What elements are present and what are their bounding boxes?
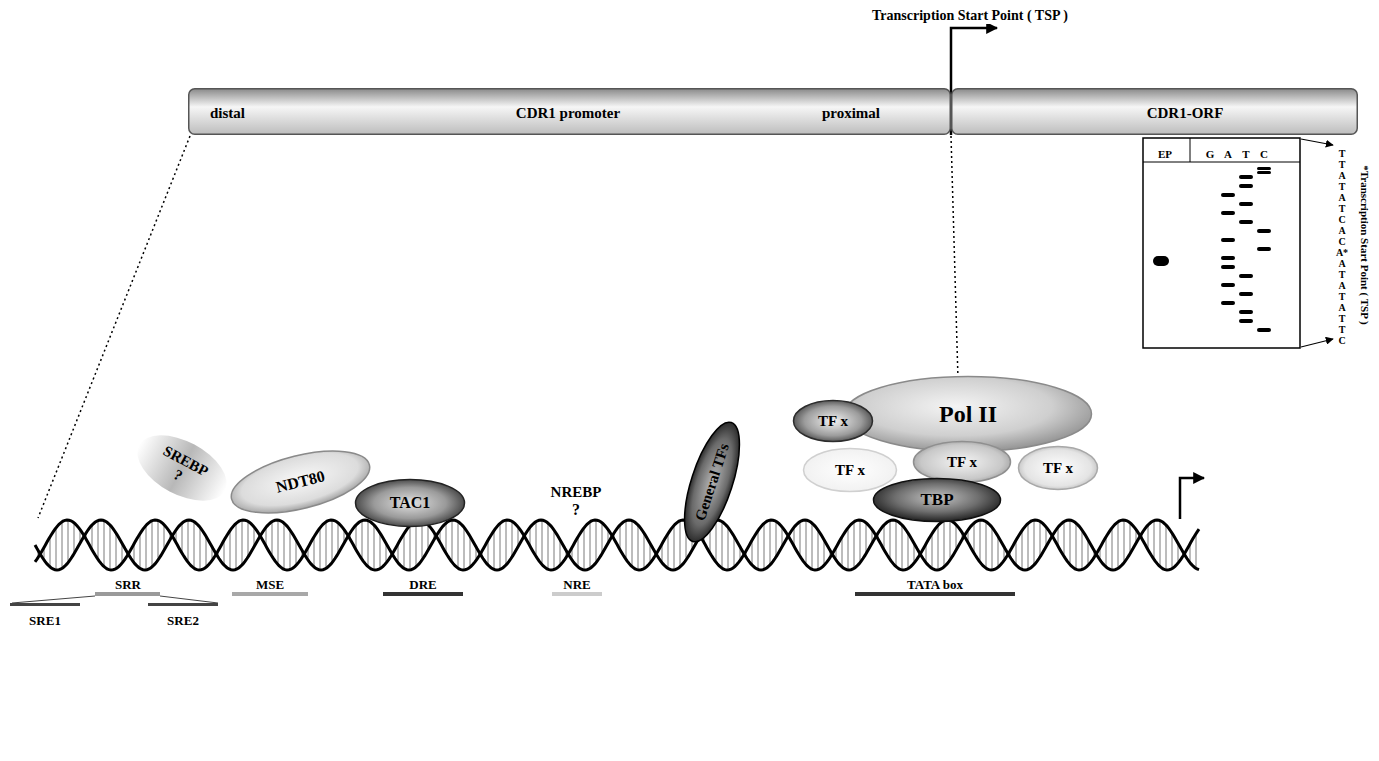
sequence-letter: A* bbox=[1334, 247, 1350, 258]
factor-ellipse: TF x bbox=[802, 447, 898, 493]
tsp-arrow bbox=[1180, 478, 1204, 519]
node-label: TF x bbox=[947, 454, 977, 471]
sequencing-gel bbox=[1143, 138, 1333, 348]
element-label: SRE2 bbox=[165, 614, 201, 628]
sequence-letter: A bbox=[1336, 225, 1347, 236]
node-label: TF x bbox=[1043, 460, 1073, 477]
sequence-letter: T bbox=[1337, 203, 1348, 214]
sequence-letter: A bbox=[1336, 302, 1347, 313]
gel-lane-label: C bbox=[1258, 148, 1270, 160]
bar-label: CDR1-ORF bbox=[1147, 105, 1224, 121]
gel-lane-label: A bbox=[1222, 148, 1234, 160]
orf-bar: CDR1-ORF bbox=[951, 88, 1358, 135]
bar-label: CDR1 promoter bbox=[516, 105, 620, 121]
node-label: Pol II bbox=[939, 401, 997, 427]
protein-ellipse: SREBP? bbox=[125, 420, 240, 516]
element-label: TATA box bbox=[905, 578, 965, 592]
element-label: *Transcription Start Point ( TSP ) bbox=[1359, 163, 1371, 326]
element-label: SRR bbox=[113, 578, 143, 592]
protein-ellipse: NDT80 bbox=[223, 437, 377, 526]
protein-ellipse: TAC1 bbox=[354, 478, 466, 528]
gel-lane-label: T bbox=[1240, 148, 1251, 160]
sequence-letter: A bbox=[1336, 170, 1347, 181]
element-label: DRE bbox=[407, 578, 438, 592]
sequence-letter: A bbox=[1336, 280, 1347, 291]
sequence-letter: A bbox=[1336, 258, 1347, 269]
sequence-letter: T bbox=[1337, 269, 1348, 280]
sequence-letter: T bbox=[1337, 148, 1348, 159]
factor-ellipse: TF x bbox=[792, 399, 874, 443]
node-label: TF x bbox=[835, 462, 865, 479]
dna-helix bbox=[35, 520, 1199, 570]
sequence-letter: T bbox=[1337, 313, 1348, 324]
sequence-letter: A bbox=[1336, 192, 1347, 203]
node-label: TBP bbox=[920, 491, 953, 510]
element-label: NREBP bbox=[549, 484, 604, 501]
sequence-letter: T bbox=[1337, 291, 1348, 302]
factor-ellipse: TF x bbox=[1017, 445, 1099, 491]
element-label: NRE bbox=[561, 578, 592, 592]
node-label: TAC1 bbox=[390, 494, 431, 512]
tbp-ellipse: TBP bbox=[872, 477, 1002, 523]
sequence-letter: C bbox=[1336, 236, 1347, 247]
element-label: Transcription Start Point ( TSP ) bbox=[870, 8, 1070, 23]
protein-ellipse: General TFs bbox=[671, 414, 752, 549]
node-label: TF x bbox=[818, 413, 848, 430]
element-label: MSE bbox=[254, 578, 286, 592]
sequence-letter: T bbox=[1337, 324, 1348, 335]
promoter-bar: distal CDR1 promoter proximal bbox=[188, 88, 951, 135]
factor-ellipse: TF x bbox=[912, 440, 1012, 484]
sequence-letter: C bbox=[1336, 335, 1347, 346]
sequence-letter: C bbox=[1336, 214, 1347, 225]
element-bars bbox=[10, 592, 1015, 606]
bar-label: distal bbox=[210, 105, 245, 121]
bar-label: proximal bbox=[822, 105, 880, 121]
sequence-letter: T bbox=[1337, 159, 1348, 170]
element-label: ? bbox=[570, 501, 582, 519]
element-label: SRE1 bbox=[27, 614, 63, 628]
sequence-letter: T bbox=[1337, 181, 1348, 192]
gel-lane-label: EP bbox=[1156, 148, 1174, 160]
gel-lane-label: G bbox=[1204, 148, 1217, 160]
